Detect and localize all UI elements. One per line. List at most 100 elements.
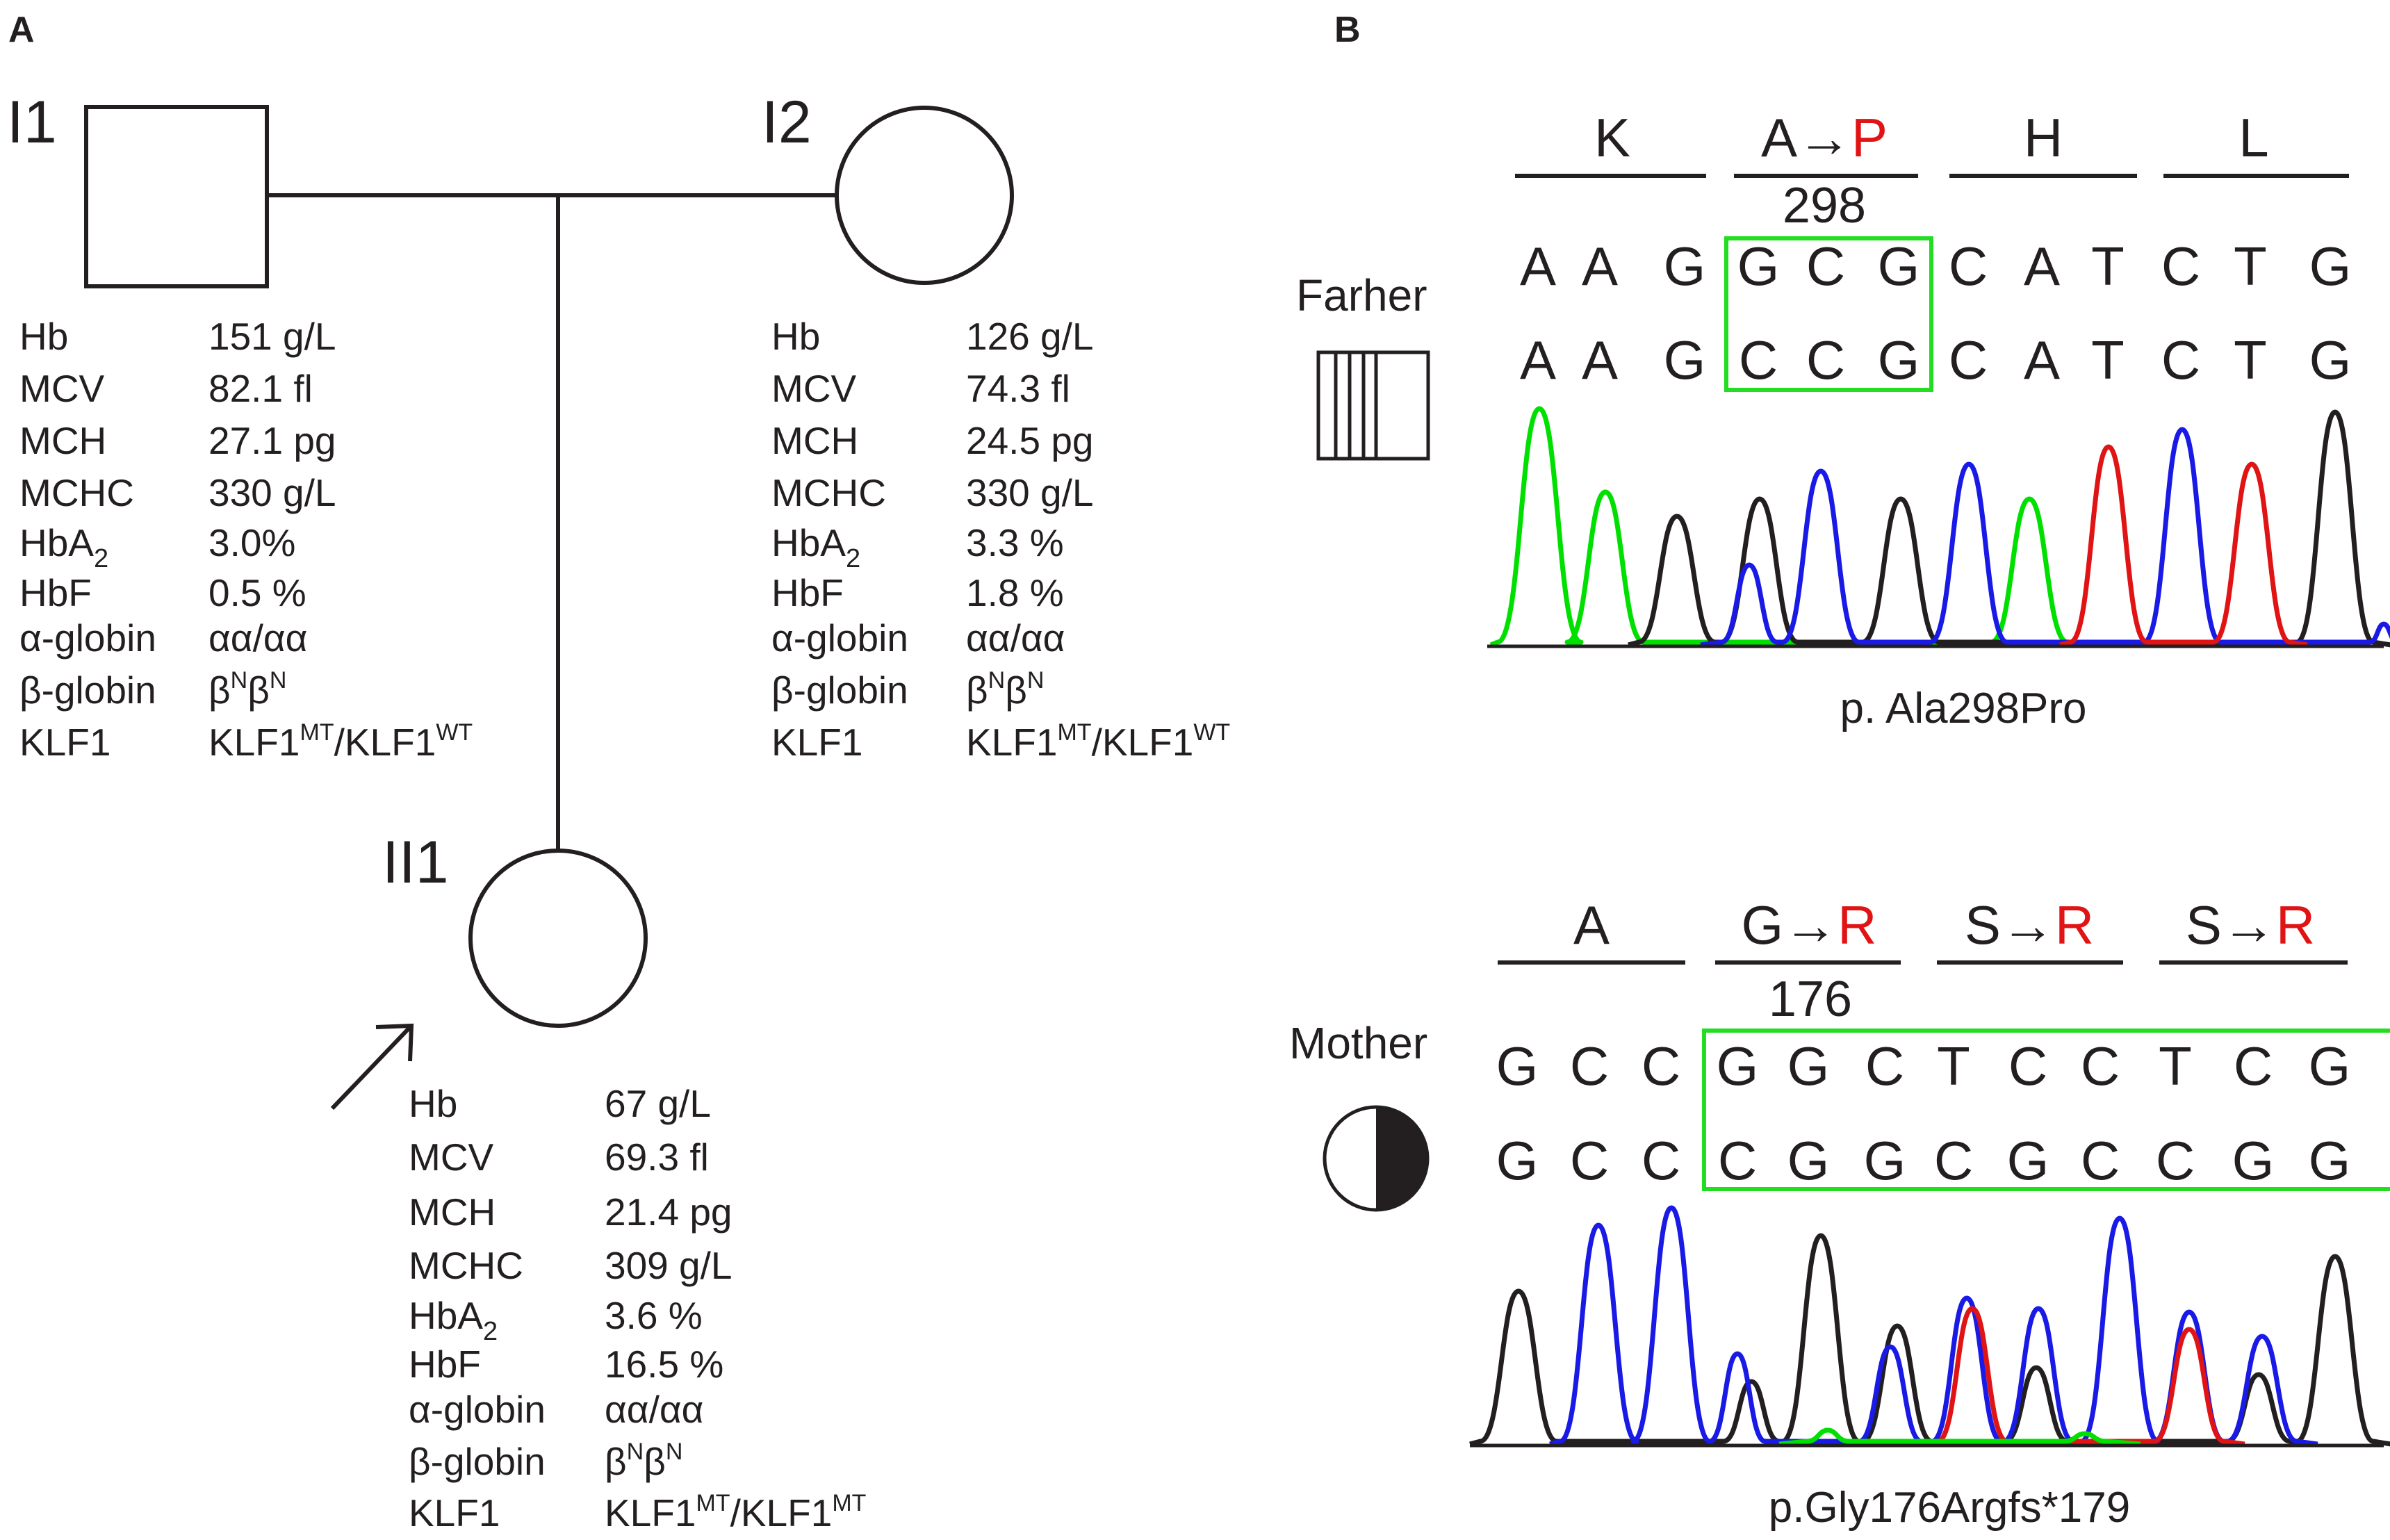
i2-row-label-hbf: HbF [771, 571, 844, 614]
ii1-mch-value: 21.4 pg [605, 1190, 732, 1234]
i2-row-label-hba2: HbA2 [771, 521, 860, 573]
mother-mut-base: G [1496, 1130, 1539, 1191]
pedigree: I1 I2 II1 [7, 89, 1014, 1111]
svg-text:S→R: S→R [2186, 894, 2315, 956]
ii1-row-label-beta: β-globin [409, 1440, 546, 1483]
mother-ref-base: C [1570, 1035, 1609, 1097]
i2-mchc-value: 330 g/L [966, 471, 1094, 514]
father-ref-base: G [1737, 236, 1780, 297]
i1-row-label-hbf: HbF [19, 571, 92, 614]
mother-ref-base: G [1787, 1035, 1830, 1097]
mother-ref-base: G [1717, 1035, 1759, 1097]
ii1-hba2-value: 3.6 % [605, 1294, 703, 1337]
i2-alpha-value: αα/αα [966, 616, 1065, 660]
ii1-alpha-value: αα/αα [605, 1388, 703, 1431]
i2-row-label-alpha: α-globin [771, 616, 908, 660]
father-mut-base: G [1664, 329, 1706, 391]
i2-hbf-value: 1.8 % [966, 571, 1064, 614]
father-mut-base: T [2234, 329, 2267, 391]
father-ref-base: G [1878, 236, 1920, 297]
ii1-row-label-klf1: KLF1 [409, 1491, 500, 1534]
father-mutation-box [1724, 236, 1933, 392]
proband-arrow [330, 1023, 414, 1111]
i1-row-label-klf1: KLF1 [19, 721, 111, 764]
father-ref-base: G [2309, 236, 2352, 297]
father-trace-blue [1700, 427, 2390, 648]
individual-ii1-label: II1 [382, 829, 449, 896]
father-mut-base: C [2161, 329, 2200, 391]
ii1-mchc-value: 309 g/L [605, 1244, 732, 1287]
i1-hba2-value: 3.0% [208, 521, 295, 564]
ii1-row-label-hb: Hb [409, 1082, 457, 1125]
mother-codon-1: A [1498, 894, 1685, 965]
i1-row-label-mchc: MCHC [19, 471, 134, 514]
mother-ref-base: C [2234, 1035, 2273, 1097]
i1-row-label-hba2: HbA2 [19, 521, 108, 573]
mother-mut-base: C [1642, 1130, 1680, 1191]
i2-row-label-mchc: MCHC [771, 471, 886, 514]
i2-row-label-beta: β-globin [771, 669, 908, 712]
svg-text:A→P: A→P [1761, 107, 1888, 168]
i1-row-label-mch: MCH [19, 419, 106, 462]
i2-mch-value: 24.5 pg [966, 419, 1094, 462]
panel-label-b: B [1334, 10, 1361, 50]
i1-hb-value: 151 g/L [208, 315, 336, 358]
mother-ref-base: T [2159, 1035, 2192, 1097]
ii1-hbf-value: 16.5 % [605, 1343, 723, 1386]
mother-codon-position: 176 [1769, 972, 1852, 1027]
ii1-hb-value: 67 g/L [605, 1082, 711, 1125]
individual-i2-label: I2 [762, 89, 812, 156]
father-symbol [1316, 350, 1430, 461]
individual-ii1-symbol [468, 849, 648, 1028]
father-ref-base: C [1806, 236, 1845, 297]
father-mut-base: G [1878, 329, 1920, 391]
i1-hematology-table: Hb MCV MCH MCHC HbA2 HbF α-globin β-glob… [19, 315, 473, 764]
svg-text:L: L [2238, 107, 2268, 168]
ii1-row-label-mchc: MCHC [409, 1244, 523, 1287]
i2-row-label-mch: MCH [771, 419, 858, 462]
i1-alpha-value: αα/αα [208, 616, 307, 660]
mother-ref-base: C [2081, 1035, 2120, 1097]
mother-mut-base: G [1787, 1130, 1830, 1191]
father-codon-3: H [1949, 107, 2137, 178]
father-ref-base: T [2234, 236, 2267, 297]
ii1-row-label-hba2: HbA2 [409, 1294, 498, 1346]
ii1-row-label-alpha: α-globin [409, 1388, 546, 1431]
mother-codon-3: S→R [1937, 894, 2123, 965]
i1-beta-value: βNβN [208, 667, 286, 712]
individual-i1-label: I1 [7, 89, 57, 156]
i2-beta-value: βNβN [966, 667, 1044, 712]
i1-hbf-value: 0.5 % [208, 571, 306, 614]
i1-mchc-value: 330 g/L [208, 471, 336, 514]
father-mut-base: C [1739, 329, 1778, 391]
father-ref-base: A [1520, 236, 1556, 297]
father-ref-base: C [1949, 236, 1988, 297]
i1-row-label-hb: Hb [19, 315, 68, 358]
mother-trace-green [1778, 1427, 2141, 1447]
mother-mut-base: C [1570, 1130, 1609, 1191]
ii1-hematology-table: Hb MCV MCH MCHC HbA2 HbF α-globin β-glob… [409, 1082, 866, 1534]
mother-mut-base: C [1718, 1130, 1757, 1191]
i1-klf1-value: KLF1MT/KLF1WT [208, 719, 473, 764]
mother-mut-base: G [2232, 1130, 2275, 1191]
individual-i2-symbol [835, 106, 1014, 285]
mother-mut-base: G [1864, 1130, 1906, 1191]
mother-trace-blue [1549, 1205, 2318, 1447]
i2-row-label-mcv: MCV [771, 367, 857, 410]
i1-row-label-beta: β-globin [19, 669, 156, 712]
mother-mut-base: C [2081, 1130, 2120, 1191]
mother-ref-base: C [1642, 1035, 1680, 1097]
i2-mcv-value: 74.3 fl [966, 367, 1070, 410]
mother-label: Mother [1289, 1018, 1427, 1068]
father-label: Farher [1296, 270, 1427, 320]
father-ref-base: A [1582, 236, 1618, 297]
i2-klf1-value: KLF1MT/KLF1WT [966, 719, 1230, 764]
mother-ref-base: G [1496, 1035, 1539, 1097]
ii1-row-label-mcv: MCV [409, 1136, 494, 1179]
father-variant-caption: p. Ala298Pro [1840, 685, 2086, 732]
mother-mutation-box [1702, 1029, 2390, 1191]
